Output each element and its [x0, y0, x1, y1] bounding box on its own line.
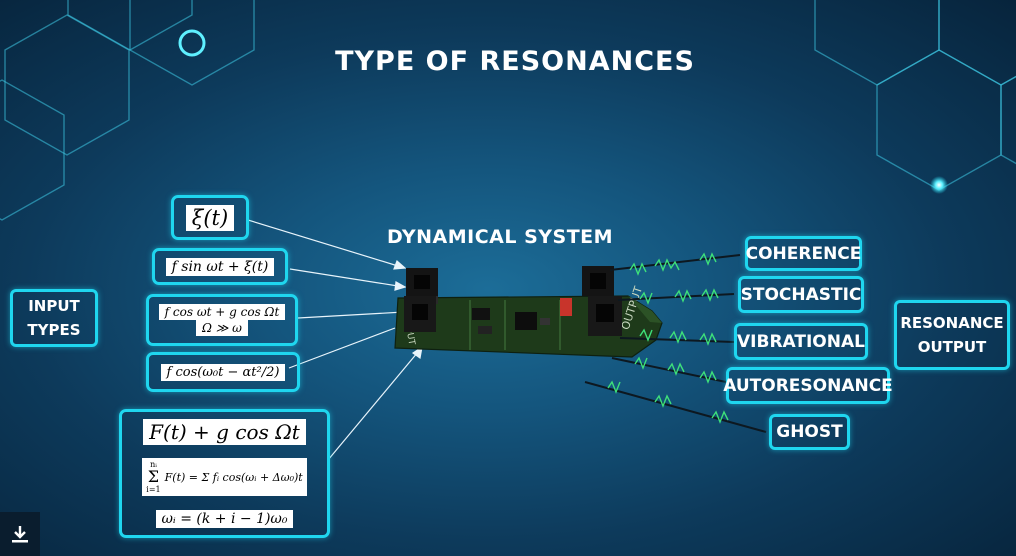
input-biharmonic-condition: Ω ≫ ω — [196, 320, 248, 336]
hexagon-decoration — [0, 0, 1016, 221]
input-biharmonic-formula: f cos ωt + g cos Ωt — [158, 304, 286, 320]
input-chirp-box: f cos(ω₀t − αt²/2) — [146, 352, 300, 392]
download-icon — [12, 526, 28, 543]
input-multi-box: F(t) + g cos Ωt nᵢ Σ i=1 F(t) = Σ fᵢ cos… — [119, 409, 330, 538]
output-signals — [584, 252, 767, 433]
input-multi-main-formula: F(t) + g cos Ωt — [143, 418, 306, 445]
input-types-line1: INPUT — [28, 297, 80, 315]
download-button[interactable] — [0, 512, 40, 556]
input-types-line2: TYPES — [27, 321, 81, 339]
resonance-output-label: RESONANCE OUTPUT — [894, 300, 1010, 370]
input-harmonic-formula: f sin ωt + ξ(t) — [165, 257, 275, 276]
glow-node-icon — [930, 176, 948, 194]
resonance-output-line2: OUTPUT — [917, 338, 987, 356]
system-label: DYNAMICAL SYSTEM — [387, 226, 614, 248]
output-vibrational: VIBRATIONAL — [734, 323, 868, 360]
sum-lower-limit: i=1 — [146, 485, 161, 495]
output-stochastic: STOCHASTIC — [738, 276, 864, 313]
sum-upper-limit: nᵢ — [150, 460, 157, 470]
input-connectors — [404, 268, 438, 332]
input-multi-sum-formula: nᵢ Σ i=1 F(t) = Σ fᵢ cos(ωᵢ + Δω₀)t — [142, 458, 307, 497]
output-ghost: GHOST — [769, 414, 850, 450]
input-noise-box: ξ(t) — [171, 195, 249, 240]
page-title: TYPE OF RESONANCES — [335, 46, 695, 77]
output-coherence: COHERENCE — [745, 236, 862, 271]
input-noise-formula: ξ(t) — [185, 204, 235, 231]
input-arrows — [247, 219, 423, 461]
ring-node-icon — [178, 29, 206, 57]
resonance-output-line1: RESONANCE — [900, 314, 1004, 332]
input-harmonic-box: f sin ωt + ξ(t) — [152, 248, 288, 285]
input-types-label: INPUT TYPES — [10, 289, 98, 347]
input-multi-sum-text: F(t) = Σ fᵢ cos(ωᵢ + Δω₀)t — [164, 470, 303, 484]
output-autoresonance: AUTORESONANCE — [723, 367, 893, 404]
output-connectors — [582, 266, 622, 336]
input-biharmonic-box: f cos ωt + g cos Ωt Ω ≫ ω — [146, 294, 298, 346]
input-multi-frequency-formula: ωᵢ = (k + i − 1)ω₀ — [155, 510, 294, 529]
input-chirp-formula: f cos(ω₀t − αt²/2) — [160, 363, 286, 381]
